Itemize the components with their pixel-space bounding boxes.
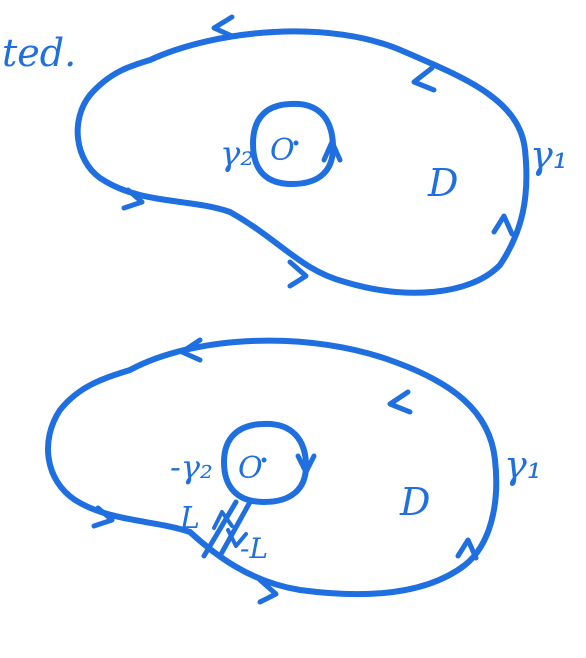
origin-dot-bottom [261,457,267,463]
label-cut-L: L [179,501,200,536]
hole-bottom [221,420,309,505]
region-top-fill [74,28,530,296]
top-note-text: ted. [2,31,76,75]
arrow-outer-bottom-4 [257,577,279,605]
label-minus-gamma2-bottom: -γ₂ [170,448,213,486]
label-region-bottom: D [399,480,430,524]
arrow-outer-bottom-5 [455,537,479,561]
label-origin-top: O [270,133,295,168]
cut-L-line [201,499,239,559]
label-cut-minus-L: -L [240,532,268,565]
figure-top: γ₁ γ₂ O D [74,14,568,296]
label-gamma1-bottom: γ₁ [504,443,542,487]
origin-dot-top [293,140,299,146]
cut-minus-L-line [217,499,253,559]
arrow-outer-top-5 [491,213,515,237]
arrow-outer-bottom-3 [91,505,115,529]
arrow-cut-up [212,510,234,530]
arrow-outer-top-1 [211,14,235,39]
label-gamma2-top: γ₂ [220,134,254,174]
arrow-inner-top [321,139,343,163]
arrow-outer-top-4 [287,259,309,289]
label-origin-bottom: O [238,451,263,486]
arrow-cut-down [226,528,248,548]
hole-top [250,100,337,187]
arrow-outer-bottom-1 [179,337,203,363]
label-gamma1-top: γ₁ [530,133,568,177]
region-bottom-fill [45,337,500,598]
arrow-inner-bottom [295,453,317,475]
arrow-outer-bottom-2 [387,389,413,415]
arrow-outer-top-2 [411,65,437,93]
figure-bottom: γ₁ -γ₂ O D L -L [45,337,542,605]
label-region-top: D [427,161,458,205]
arrow-outer-top-3 [121,187,145,211]
